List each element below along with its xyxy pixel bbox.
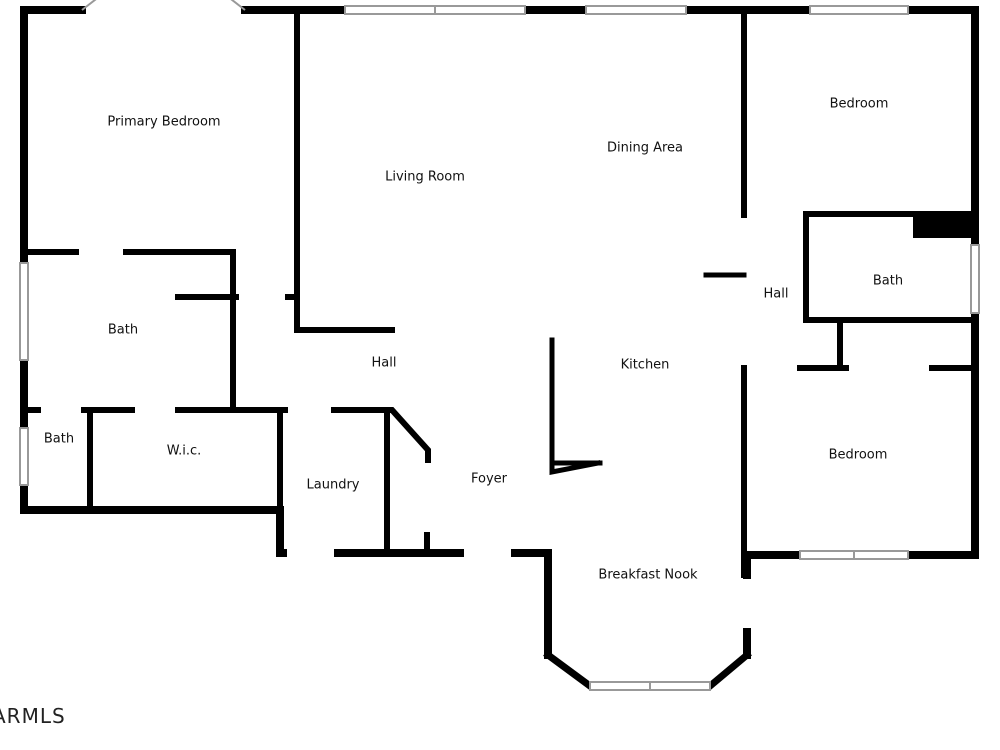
room-label-primary-bedroom: Primary Bedroom — [107, 115, 220, 130]
room-label-bath-east: Bath — [873, 274, 903, 289]
room-label-wic: W.i.c. — [167, 444, 202, 459]
room-label-bath-small: Bath — [44, 432, 74, 447]
room-label-dining-area: Dining Area — [607, 141, 683, 156]
room-label-kitchen: Kitchen — [621, 358, 670, 373]
room-label-hall-center: Hall — [372, 356, 397, 371]
room-label-foyer: Foyer — [471, 472, 508, 487]
room-label-bedroom-se: Bedroom — [829, 448, 888, 463]
watermark: ARMLS — [0, 704, 66, 728]
room-label-living-room: Living Room — [385, 170, 465, 185]
room-label-laundry: Laundry — [307, 478, 360, 493]
windows — [19, 0, 980, 691]
walls — [20, 6, 979, 690]
room-label-breakfast-nook: Breakfast Nook — [598, 568, 698, 583]
room-label-hall-east: Hall — [764, 287, 789, 302]
room-label-bedroom-ne: Bedroom — [830, 97, 889, 112]
room-label-bath-primary: Bath — [108, 323, 138, 338]
